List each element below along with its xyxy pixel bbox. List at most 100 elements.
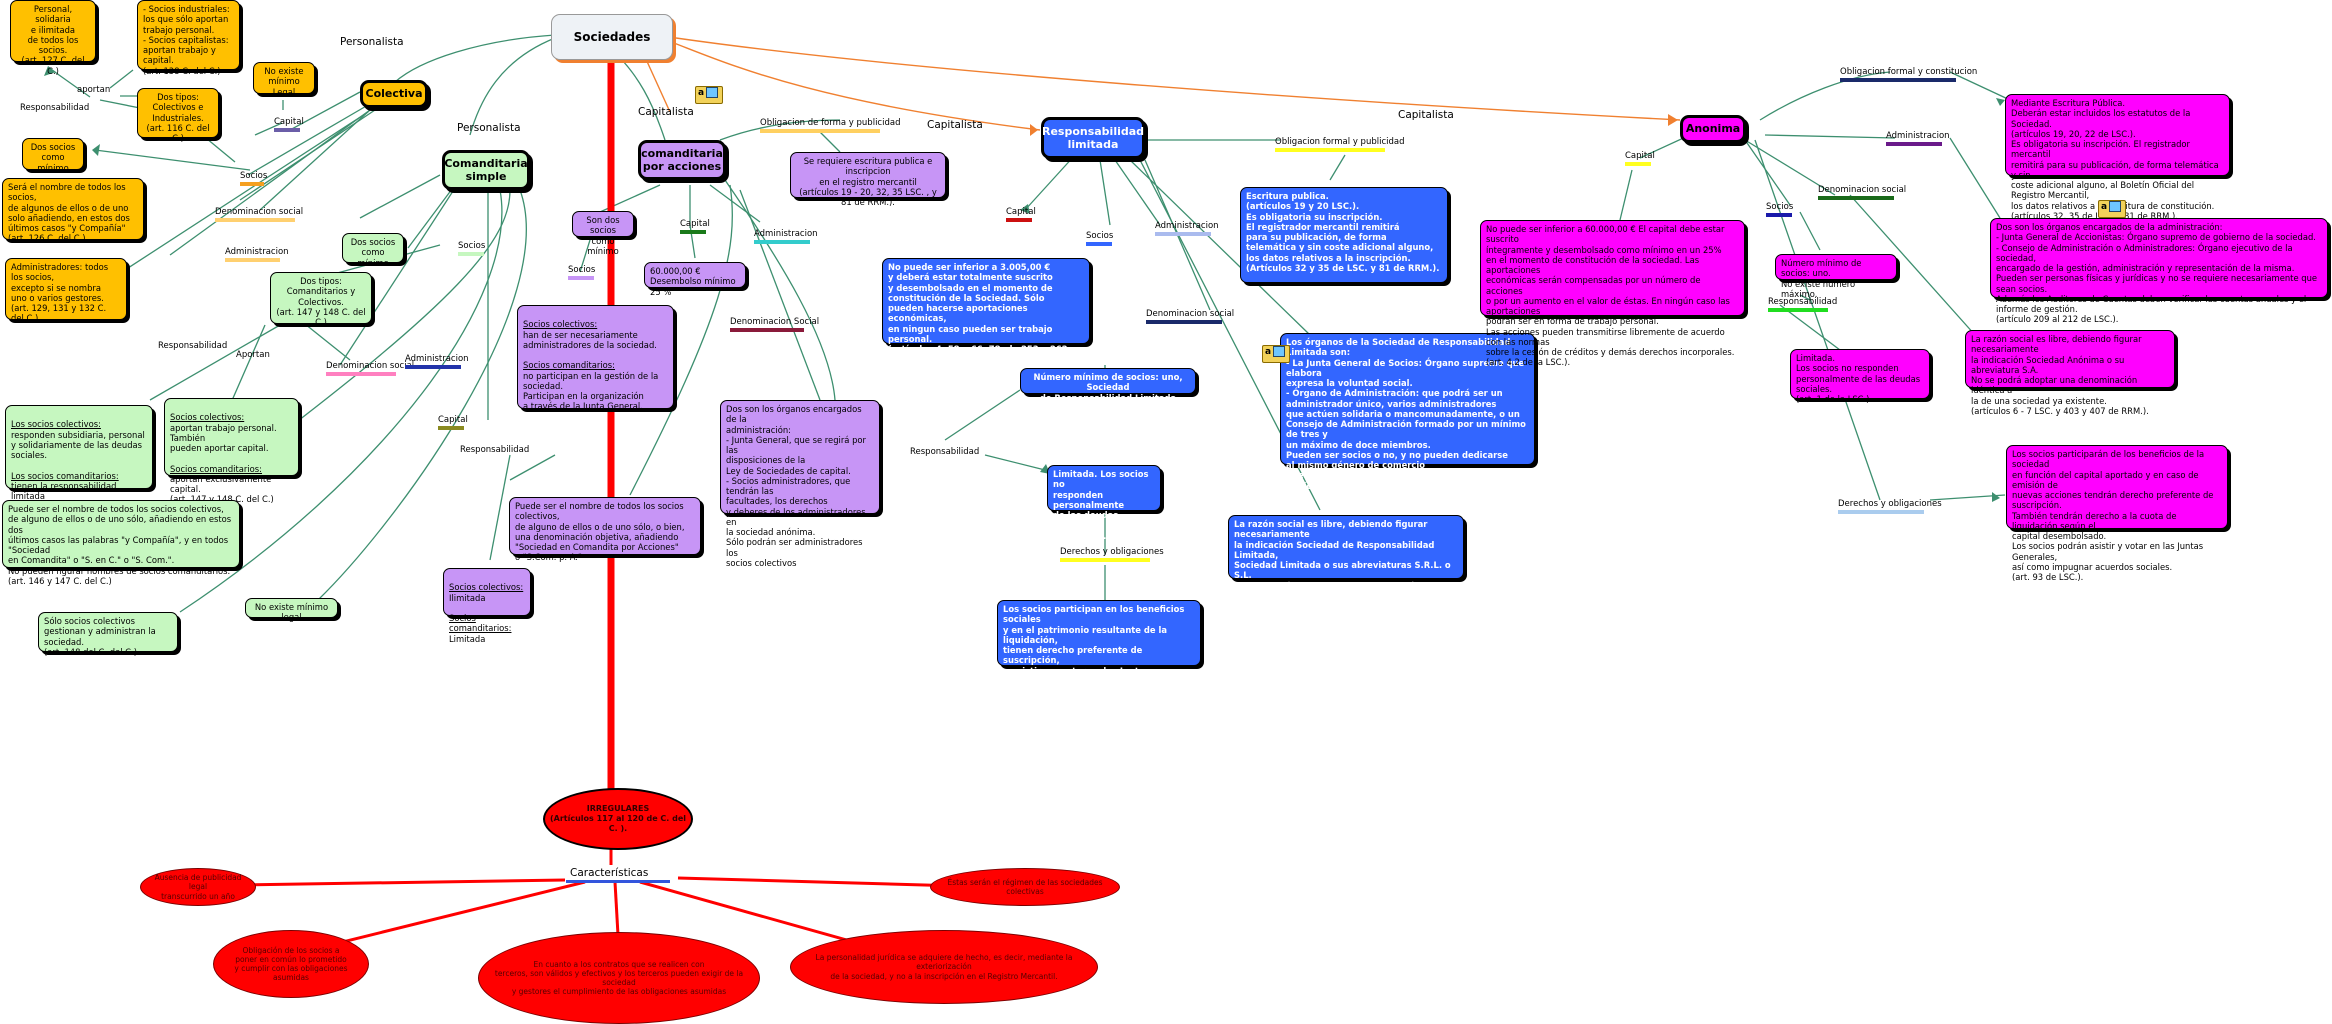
cca-obligacion-node[interactable]: Se requiere escritura publica e inscripc… [790, 152, 946, 207]
srl-responsabilidad-node[interactable]: Limitada. Los socios no responden person… [1047, 465, 1161, 541]
cs-socios-node[interactable]: Dos socios como mínimo [342, 233, 404, 268]
irregulares-item-1[interactable]: Ausencia de publicidad legal transcurrid… [140, 868, 256, 906]
hub-comanditaria-acciones[interactable]: comanditaria por acciones [638, 140, 726, 180]
an-administracion-node[interactable]: Dos son los órganos encargados de la adm… [1990, 218, 2328, 324]
colectiva-denominacion-node[interactable]: Será el nombre de todos los socios, de a… [2, 178, 144, 243]
cs-denominacion-node[interactable]: Puede ser el nombre de todos los socios … [2, 500, 240, 586]
colectiva-capital-node[interactable]: No existe mínimo Legal [253, 62, 315, 97]
srl-administracion-node[interactable]: Los órganos de la Sociedad de Responsabi… [1280, 333, 1535, 491]
cs-capital-node[interactable]: No existe mínimo legal [245, 598, 338, 622]
edge-label-capitalista-3: Capitalista [1398, 109, 1454, 121]
label-text: Denominacion Social [730, 317, 820, 327]
irregulares-item-4[interactable]: La personalidad jurídica se adquiere de … [790, 930, 1098, 1004]
cca-socios-body1: han de ser necesariamente administradore… [523, 329, 657, 350]
label-an-administracion: Administracion [1886, 132, 1950, 146]
label-colectiva-denominacion: Denominacion social [215, 208, 303, 222]
srl-socios-node[interactable]: Número mínimo de socios: uno, Sociedad d… [1020, 368, 1196, 413]
hub-anonima[interactable]: Anonima [1680, 115, 1746, 143]
colectiva-administracion-node[interactable]: Administradores: todos los socios, excep… [5, 258, 127, 323]
label-text: Socios [1766, 202, 1794, 212]
an-derechos-node[interactable]: Los socios participarán de los beneficio… [2006, 445, 2228, 582]
note-icon[interactable]: a [2098, 200, 2126, 218]
label-text: Administracion [225, 247, 289, 257]
label-text: Capital [1625, 151, 1655, 161]
an-obligacion-node[interactable]: Mediante Escritura Pública. Deberán esta… [2005, 94, 2230, 221]
cca-denominacion-node[interactable]: Puede ser el nombre de todos los socios … [509, 497, 701, 562]
colectiva-responsabilidad-node[interactable]: Personal, solidaria e ilimitada de todos… [10, 0, 96, 76]
label-text: Socios [458, 241, 486, 251]
an-denominacion-node[interactable]: La razón social es libre, debiendo figur… [1965, 330, 2175, 416]
cs-responsabilidad-node[interactable]: Los socios colectivos: responden subsidi… [5, 405, 153, 522]
colectiva-dos-tipos-node[interactable]: Dos tipos: Colectivos e Industriales. (a… [137, 88, 219, 143]
label-text: Administracion [405, 354, 469, 364]
srl-obligacion-node[interactable]: Escritura publica. (artículos 19 y 20 LS… [1240, 187, 1448, 283]
note-icon[interactable]: a [695, 86, 723, 104]
label-text: Obligacion formal y publicidad [1275, 137, 1405, 147]
cca-resp-title2: Socios comanditarios: [449, 613, 512, 634]
label-an-denominacion: Denominacion social [1818, 186, 1906, 200]
note-icon[interactable]: a [1262, 345, 1290, 363]
cca-capital-node[interactable]: 60.000,00 € Desembolso mínimo 25 % [644, 262, 746, 297]
label-colectiva-capital: Capital [274, 118, 304, 132]
label-text: Administracion [1155, 221, 1219, 231]
label-colectiva-aportan: aportan [77, 85, 111, 95]
an-capital-node[interactable]: No puede ser inferior a 60.000,00 € El c… [1480, 220, 1745, 367]
hub-colectiva[interactable]: Colectiva [360, 80, 428, 108]
label-srl-socios: Socios [1086, 232, 1113, 246]
srl-capital-node[interactable]: No puede ser inferior a 3.005,00 € y deb… [882, 258, 1090, 375]
cca-socios-node[interactable]: Son dos socios como mínimo [572, 211, 634, 256]
edge-label-personalista-2: Personalista [457, 122, 521, 134]
label-text: Capital [274, 117, 304, 127]
label-cs-socios: Socios [458, 242, 485, 256]
an-socios-node[interactable]: Número mínimo de socios: uno. No existe … [1775, 254, 1897, 299]
label-cs-denominacion: Denominacion social [326, 362, 414, 376]
hub-responsabilidad-limitada[interactable]: Responsabilidad limitada [1041, 117, 1145, 159]
srl-denominacion-node[interactable]: La razón social es libre, debiendo figur… [1228, 515, 1464, 621]
label-colectiva-responsabilidad: Responsabilidad [20, 103, 90, 113]
colectiva-socios-node[interactable]: Dos socios como mínimo [22, 138, 84, 173]
hub-irregulares[interactable]: IRREGULARES (Artículos 117 al 120 de C. … [543, 788, 693, 850]
cs-aportan-body1: aportan trabajo personal. También pueden… [170, 422, 277, 454]
label-an-obligacion: Obligacion formal y constitucion [1840, 68, 1977, 82]
label-srl-obligacion: Obligacion formal y publicidad [1275, 138, 1405, 152]
label-an-socios: Socios [1766, 203, 1793, 217]
cs-dos-tipos-node[interactable]: Dos tipos: Comanditarios y Colectivos. (… [270, 272, 372, 327]
label-text: Derechos y obligaciones [1060, 547, 1164, 557]
label-srl-administracion: Administracion [1155, 222, 1219, 236]
cs-aportan-body2: aportan exclusivamente capital. (art. 14… [170, 473, 274, 505]
srl-derechos-node[interactable]: Los socios participan en los beneficios … [997, 600, 1201, 717]
cs-resp-body1: responden subsidiaria, personal y solida… [11, 429, 145, 461]
colectiva-aportan-node[interactable]: - Socios industriales: los que sólo apor… [137, 0, 240, 76]
label-text: Denominacion social [326, 361, 415, 371]
label-cca-obligacion: Obligacion de forma y publicidad [760, 119, 900, 133]
label-text: Características [570, 867, 649, 879]
cca-socios-desc-node[interactable]: Socios colectivos: han de ser necesariam… [517, 305, 674, 412]
label-an-capital: Capital [1625, 152, 1655, 166]
label-text: Socios [568, 265, 596, 275]
cca-socios-body2: no participan en la gestión de la socied… [523, 370, 659, 412]
label-cca-responsabilidad: Responsabilidad [460, 445, 530, 455]
irregulares-item-5[interactable]: Éstas serán el régimen de las sociedades… [930, 868, 1120, 906]
label-text: Obligacion formal y constitucion [1840, 67, 1978, 77]
cs-administracion-node[interactable]: Sólo socios colectivos gestionan y admin… [38, 612, 178, 657]
cs-aportan-title1: Socios colectivos: [170, 412, 245, 423]
hub-comanditaria-simple[interactable]: Comanditaria simple [442, 150, 530, 190]
label-srl-derechos: Derechos y obligaciones [1060, 548, 1164, 562]
label-text: Denominacion social [215, 207, 304, 217]
cca-responsabilidad-node[interactable]: Socios colectivos: Ilimitada Socios coma… [443, 568, 531, 644]
irregulares-item-2[interactable]: Obligación de los socios a poner en comú… [213, 930, 369, 998]
an-responsabilidad-node[interactable]: Limitada. Los socios no responden person… [1790, 349, 1930, 404]
edge-label-caracteristicas: Características [566, 867, 670, 883]
label-an-responsabilidad: Responsabilidad [1768, 298, 1837, 312]
label-text: Socios [1086, 231, 1114, 241]
label-colectiva-socios: Socios [240, 172, 267, 186]
cca-administracion-node[interactable]: Dos son los órganos encargados de la adm… [720, 400, 880, 568]
cs-aportan-node[interactable]: Socios colectivos: aportan trabajo perso… [164, 398, 299, 504]
root-node-sociedades[interactable]: Sociedades [551, 14, 673, 60]
label-colectiva-administracion: Administracion [225, 248, 289, 262]
label-cs-aportan: Aportan [236, 350, 270, 360]
cs-resp-title2: Los socios comanditarios: [11, 470, 119, 481]
label-srl-capital: Capital [1006, 208, 1036, 222]
label-srl-responsabilidad: Responsabilidad [910, 447, 980, 457]
irregulares-item-3[interactable]: En cuanto a los contratos que se realice… [478, 932, 760, 1024]
